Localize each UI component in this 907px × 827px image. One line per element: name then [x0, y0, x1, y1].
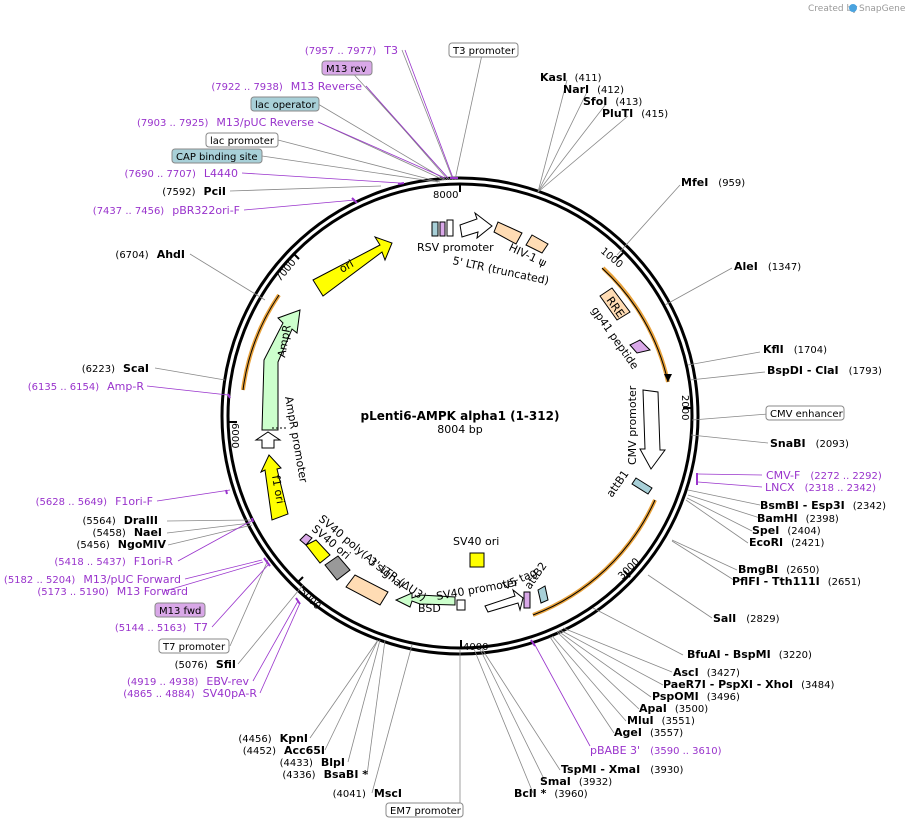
boxed-feature-labels: T3 promoter M13 rev lac operator lac pro… [154, 42, 845, 818]
boxed-cap-binding-site: CAP binding site [176, 152, 258, 163]
primer-label: (7690 .. 7707)L4440 [124, 167, 238, 180]
tick-label-8000: 8000 [433, 190, 458, 201]
arrowhead-icon [664, 374, 672, 382]
tick-label-3000: 3000 [616, 556, 642, 582]
site-label: KasI(411) [540, 71, 602, 84]
site-label: PflFI - Tth111I(2651) [732, 575, 861, 588]
site-label: MfeI(959) [681, 176, 745, 189]
primer-labels: (7957 .. 7977)T3 (7922 .. 7938)M13 Rever… [4, 44, 882, 757]
primer-label: (4919 .. 4938)EBV-rev [127, 675, 249, 688]
site-label: BspDI - ClaI(1793) [767, 364, 882, 377]
feature-ori: ori [337, 257, 356, 275]
site-label: (7592)PciI [162, 185, 226, 198]
site-label: (5458)NaeI [93, 526, 162, 539]
site-label: SfoI(413) [583, 95, 642, 108]
plasmid-name: pLenti6-AMPK alpha1 (1-312) [361, 409, 560, 423]
site-label: SpeI(2404) [752, 524, 821, 537]
tick-label-6000: 6000 [229, 423, 240, 448]
site-label: AscI(3427) [673, 666, 740, 679]
boxed-cmv-enhancer: CMV enhancer [770, 409, 844, 420]
site-label: PaeR7I - PspXI - XhoI(3484) [663, 678, 835, 691]
primer-label: pBABE 3'(3590 .. 3610) [590, 744, 722, 757]
site-label: PspOMI(3496) [652, 690, 740, 703]
feature-bsd: BSD [418, 602, 441, 615]
feature-ampr: AmpR [275, 324, 294, 359]
site-label: (6704)AhdI [115, 248, 185, 261]
site-label: NarI(412) [563, 83, 624, 96]
credit-brand: SnapGene [859, 4, 906, 14]
site-label: (5456)NgoMIV [77, 538, 167, 551]
boxed-lac-operator: lac operator [255, 100, 316, 111]
site-label: BamHI(2398) [757, 512, 839, 525]
site-label: BfuAI - BspMI(3220) [687, 648, 812, 661]
boxed-t7-promoter: T7 promoter [162, 642, 226, 653]
leader-lines [154, 49, 769, 805]
site-label: EcoRI(2421) [749, 536, 825, 549]
primer-label: (4865 .. 4884)SV40pA-R [123, 687, 257, 700]
site-label: PluTI(415) [602, 107, 668, 120]
primer-label: (5418 .. 5437)F1ori-R [54, 555, 173, 568]
site-label: BsmBI - Esp3I(2342) [760, 499, 886, 512]
primer-label: (7957 .. 7977)T3 [305, 44, 398, 57]
site-label: SmaI(3932) [540, 775, 612, 788]
site-label: (4041)MscI [333, 787, 402, 800]
feature-rsv-promoter: RSV promoter [417, 241, 494, 254]
primer-leader-lines [146, 49, 763, 747]
site-label: (6223)ScaI [82, 362, 149, 375]
primer-label: (7903 .. 7925)M13/pUC Reverse [137, 116, 314, 129]
site-label: KflI(1704) [763, 343, 827, 356]
boxed-t3-promoter: T3 promoter [452, 46, 516, 57]
right-site-labels: KasI(411) NarI(412) SfoI(413) PluTI(415)… [514, 71, 886, 800]
primer-label: (5182 .. 5204)M13/pUC Forward [4, 573, 181, 586]
credit-text: Created by [808, 4, 858, 14]
boxed-lac-promoter: lac promoter [210, 136, 275, 147]
site-label: (4433)BlpI [280, 756, 345, 769]
primer-label: LNCX(2318 .. 2342) [765, 481, 876, 494]
primer-label: (5144 .. 5163)T7 [115, 621, 208, 634]
boxed-em7-promoter: EM7 promoter [390, 806, 462, 817]
feature-cmv-promoter: CMV promoter [626, 385, 639, 465]
primer-label: CMV-F(2272 .. 2292) [766, 469, 882, 482]
primer-label: (6135 .. 6154)Amp-R [28, 380, 145, 393]
site-label: SalI(2829) [713, 612, 780, 625]
site-label: (5076)SfiI [175, 658, 236, 671]
tick-label-4000: 4000 [463, 642, 488, 653]
boxed-m13-rev: M13 rev [326, 64, 367, 75]
boxed-m13-fwd: M13 fwd [159, 606, 201, 617]
primer-label: (7437 .. 7456)pBR322ori-F [93, 204, 240, 217]
feature-f1-ori: f1 ori [269, 474, 287, 505]
site-label: (5564)DraIII [82, 514, 158, 527]
feature-attb1: attB1 [604, 468, 632, 500]
site-label: AgeI(3557) [614, 726, 683, 739]
site-label: (4456)KpnI [238, 732, 308, 745]
orange-arc-insert [532, 499, 657, 617]
tick-label-2000: 2000 [679, 395, 690, 420]
snapgene-logo-icon [849, 4, 857, 12]
left-site-labels: (7592)PciI (6704)AhdI (6223)ScaI (5564)D… [77, 185, 402, 800]
primer-label: (5173 .. 5190)M13 Forward [37, 585, 188, 598]
site-label: (4452)Acc65I [243, 744, 325, 757]
site-label: BmgBI(2650) [738, 563, 820, 576]
primer-label: (5628 .. 5649)F1ori-F [36, 495, 153, 508]
site-label: TspMI - XmaI(3930) [561, 763, 684, 776]
primer-label: (7922 .. 7938)M13 Reverse [211, 80, 362, 93]
site-label: MluI(3551) [627, 714, 695, 727]
site-label: (4336)BsaBI * [282, 768, 368, 781]
tick-marks [229, 184, 691, 648]
primer-marks [225, 177, 698, 647]
site-label: BclI *(3960) [514, 787, 588, 800]
feature-sv40-ori-center: SV40 ori [453, 535, 499, 548]
feature-shapes [254, 211, 666, 613]
site-label: SnaBI(2093) [770, 437, 849, 450]
feature-ampr-promoter: AmpR promoter [282, 395, 310, 484]
site-label: ApaI(3500) [639, 702, 708, 715]
site-label: AleI(1347) [734, 260, 801, 273]
plasmid-length: 8004 bp [437, 423, 482, 436]
